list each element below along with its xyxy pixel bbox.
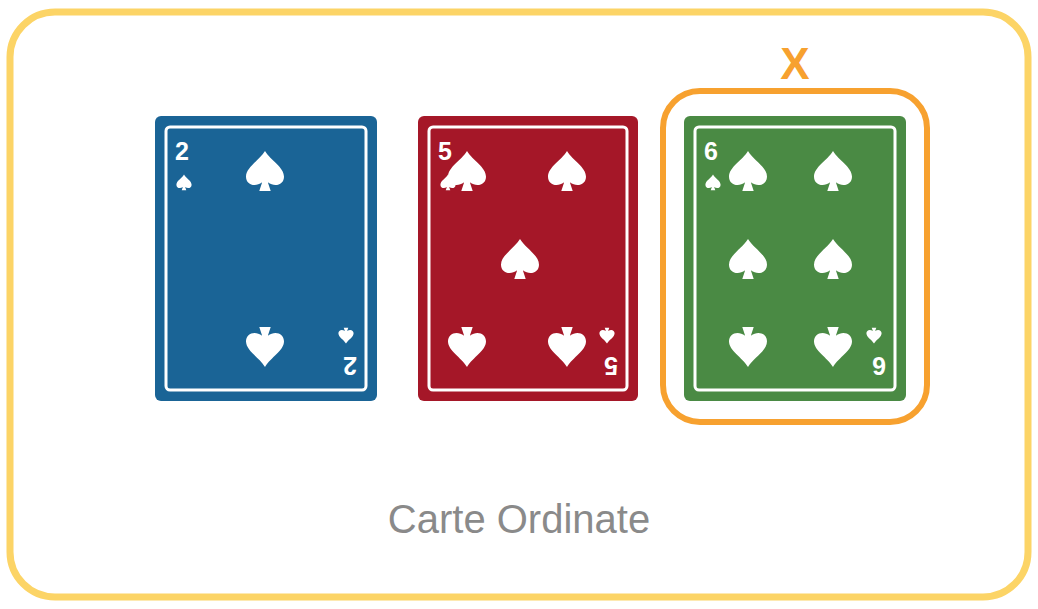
card-rank: 2 — [175, 139, 189, 164]
card-rank: 5 — [604, 353, 618, 378]
highlight-frame: X66 — [660, 88, 930, 425]
card-rank: 6 — [704, 139, 718, 164]
card-rank: 2 — [343, 353, 357, 378]
card-rank: 6 — [872, 353, 886, 378]
card-blue — [155, 116, 377, 401]
caption: Carte Ordinate — [0, 497, 1038, 541]
card-rank: 5 — [438, 139, 452, 164]
playing-card: 66 — [684, 116, 906, 401]
playing-card: 55 — [418, 116, 638, 401]
card-red — [418, 116, 638, 401]
playing-card: 22 — [155, 116, 377, 401]
card-green — [684, 116, 906, 401]
marker-label: X — [666, 42, 924, 86]
